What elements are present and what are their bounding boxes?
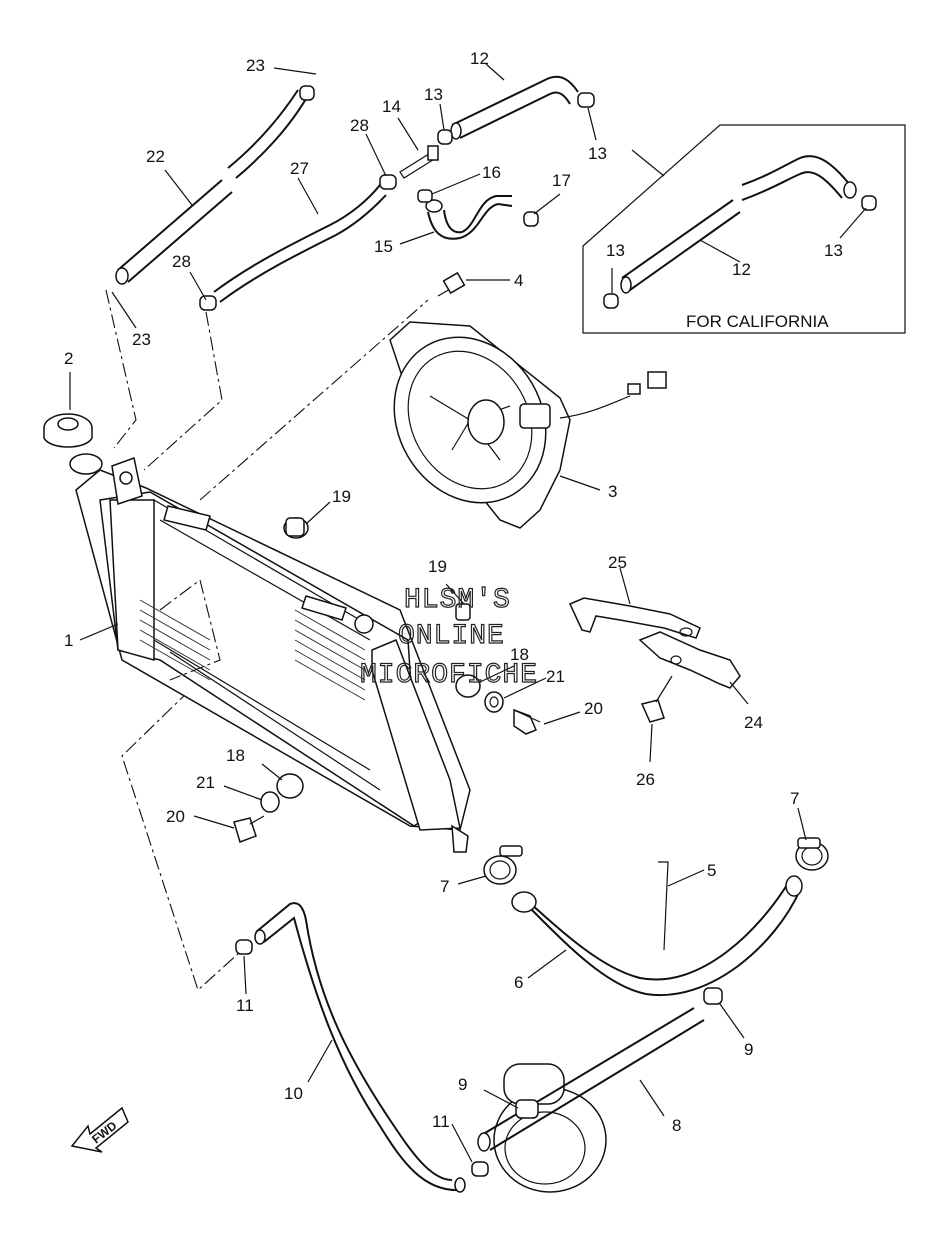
label-19b: 19 [428, 557, 447, 576]
label-12b: 12 [732, 260, 751, 279]
lower-hoses [235, 902, 745, 1193]
label-26: 26 [636, 770, 655, 789]
label-7b: 7 [790, 789, 799, 808]
label-13c: 13 [606, 241, 625, 260]
part-labels: 1 2 3 4 5 6 7 7 8 9 9 10 11 11 12 12 13 … [64, 49, 843, 1135]
fan-assembly [389, 271, 667, 529]
label-2: 2 [64, 349, 73, 368]
watermark-line1: HLSM'S [404, 585, 511, 616]
label-21b: 21 [196, 773, 215, 792]
mounting-hardware [193, 501, 581, 843]
label-9a: 9 [458, 1075, 467, 1094]
forward-arrow: FWD [70, 1106, 129, 1153]
label-11b: 11 [432, 1112, 450, 1131]
upper-hoses [111, 63, 597, 329]
label-10: 10 [284, 1084, 303, 1103]
label-19a: 19 [332, 487, 351, 506]
california-inset: FOR CALIFORNIA [582, 124, 906, 334]
label-14: 14 [382, 97, 401, 116]
label-18b: 18 [226, 746, 245, 765]
label-23b: 23 [132, 330, 151, 349]
label-27: 27 [290, 159, 309, 178]
label-13a: 13 [424, 85, 443, 104]
label-28b: 28 [172, 252, 191, 271]
assembly-lines [105, 289, 429, 991]
radiator-cap [43, 372, 93, 448]
label-13b: 13 [588, 144, 607, 163]
watermark-line3: MICROFICHE [360, 660, 538, 691]
label-28a: 28 [350, 116, 369, 135]
label-8: 8 [672, 1116, 681, 1135]
label-18a: 18 [510, 645, 529, 664]
label-3: 3 [608, 482, 617, 501]
label-22: 22 [146, 147, 165, 166]
label-20a: 20 [584, 699, 603, 718]
radiator [69, 453, 471, 853]
label-9b: 9 [744, 1040, 753, 1059]
label-24: 24 [744, 713, 763, 732]
label-11a: 11 [236, 996, 254, 1015]
label-13d: 13 [824, 241, 843, 260]
label-23a: 23 [246, 56, 265, 75]
label-12a: 12 [470, 49, 489, 68]
main-hose [511, 875, 803, 997]
label-16: 16 [482, 163, 501, 182]
california-label: FOR CALIFORNIA [686, 312, 829, 331]
label-1: 1 [64, 631, 73, 650]
label-7a: 7 [440, 877, 449, 896]
label-25: 25 [608, 553, 627, 572]
label-21a: 21 [546, 667, 565, 686]
watermark: HLSM'S ONLINE MICROFICHE [359, 584, 538, 691]
bracket-set [568, 567, 749, 763]
watermark-line2: ONLINE [398, 621, 505, 652]
label-15: 15 [374, 237, 393, 256]
label-5: 5 [707, 861, 716, 880]
label-6: 6 [514, 973, 523, 992]
hose-band-and-clamps [457, 807, 829, 951]
label-17: 17 [552, 171, 571, 190]
label-4: 4 [514, 271, 523, 290]
label-20b: 20 [166, 807, 185, 826]
